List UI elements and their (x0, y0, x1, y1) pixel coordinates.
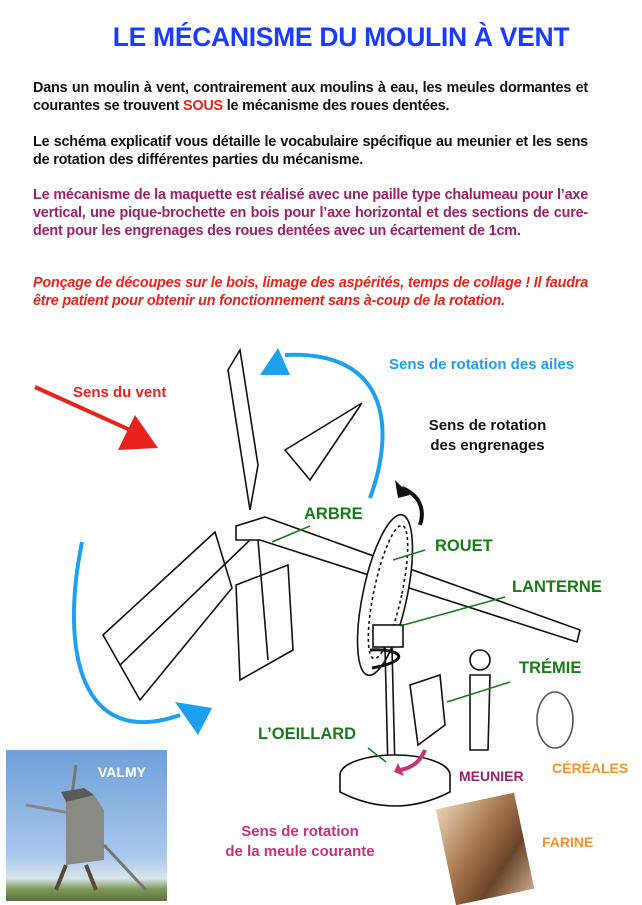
gear-rotation-label: Sens de rotation des engrenages (420, 416, 555, 456)
millstone-rotation-label: Sens de rotation de la meule courante (215, 822, 385, 862)
intro-text: Dans un moulin à vent, contrairement aux… (33, 80, 588, 114)
windmill-mechanism-diagram (34, 347, 581, 807)
gear-rotation-line1: Sens de rotation (428, 417, 547, 434)
label-pointer-lines (271, 525, 511, 763)
gear-rotation-line2: des engrenages (430, 437, 545, 454)
photo-caption-valmy: VALMY (98, 764, 146, 780)
windmill-photo-icon (25, 764, 148, 892)
label-rouet: ROUET (435, 537, 493, 555)
lantern-rotation-arrow-icon (369, 648, 401, 670)
wind-direction-label: Sens du vent (73, 384, 167, 401)
blade-rotation-arrow-icon (71, 352, 385, 724)
millstone-rotation-arrow-icon (399, 749, 427, 772)
label-arbre: ARBRE (304, 505, 363, 523)
label-oeillard: L’OEILLARD (258, 725, 357, 743)
label-cereales: CÉRÉALES (552, 760, 629, 776)
intro-paragraph: Dans un moulin à vent, contrairement aux… (33, 79, 588, 115)
blade-rotation-label: Sens de rotation des ailes (389, 356, 575, 373)
intro-text-end: le mécanisme des roues dentées. (222, 98, 450, 114)
millstone-rotation-line2: de la meule courante (225, 843, 375, 860)
maquette-paragraph: Le mécanisme de la maquette est réalisé … (33, 187, 588, 239)
millstone-rotation-line1: Sens de rotation (241, 823, 359, 840)
label-lanterne: LANTERNE (512, 578, 602, 596)
label-tremie: TRÉMIE (519, 659, 582, 677)
windmill-sketch (101, 347, 581, 807)
wind-arrow-icon (34, 385, 158, 450)
label-farine: FARINE (542, 834, 594, 850)
gear-rotation-arrow-icon (401, 486, 424, 526)
sous-highlight: SOUS (182, 98, 223, 114)
schema-paragraph: Le schéma explicatif vous détaille le vo… (33, 134, 588, 168)
patience-paragraph: Ponçage de découpes sur le bois, limage … (33, 275, 588, 309)
label-meunier: MEUNIER (459, 768, 524, 784)
valmy-windmill-photo: VALMY (6, 750, 167, 901)
page-title: LE MÉCANISME DU MOULIN À VENT (112, 22, 570, 52)
